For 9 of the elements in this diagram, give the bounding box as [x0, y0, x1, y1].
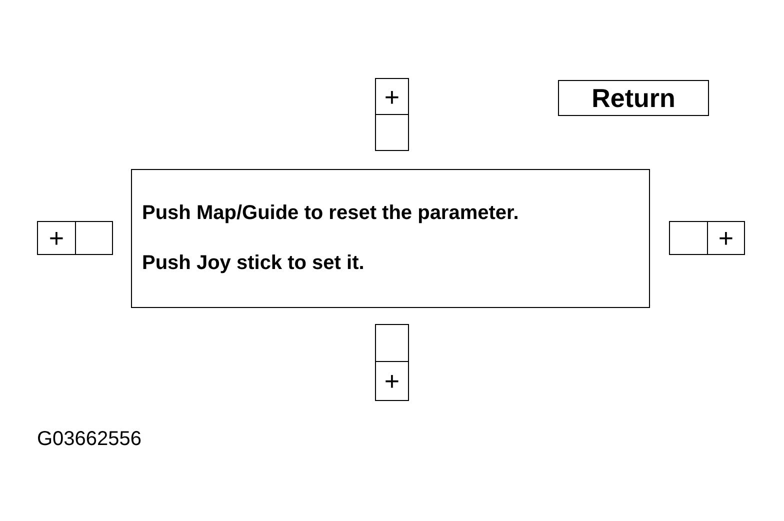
instruction-text: Push Map/Guide to reset the parameter.: [142, 202, 519, 225]
instruction-text: Push Joy stick to set it.: [142, 252, 364, 275]
message-panel: [131, 169, 650, 308]
plus-square: +: [375, 78, 409, 115]
plus-square: +: [707, 221, 745, 255]
figure-code: G03662556: [37, 428, 142, 451]
return-button: Return: [558, 80, 709, 116]
plus-square: +: [37, 221, 76, 255]
plus-square: +: [375, 361, 409, 401]
